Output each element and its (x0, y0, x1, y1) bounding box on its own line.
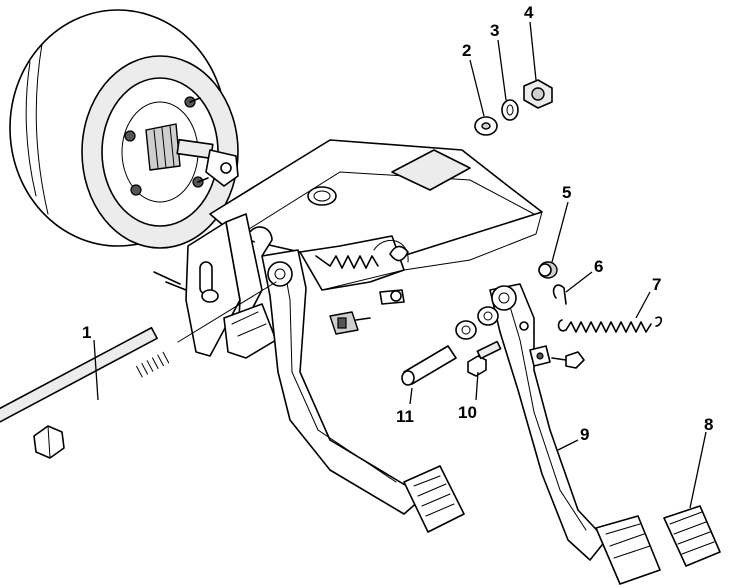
callout-2: 2 (462, 41, 471, 60)
part-8-pedal-pad (663, 505, 721, 567)
part-3-spring-washer (501, 99, 519, 121)
clutch-pedal (249, 226, 465, 533)
part-10-bolt (467, 340, 502, 377)
part-2-washer (474, 116, 498, 136)
callout-8: 8 (704, 415, 713, 434)
callout-11: 11 (396, 407, 414, 426)
stop-screw (551, 351, 585, 369)
callout-1: 1 (82, 323, 91, 342)
pedal-bushings (455, 306, 499, 340)
callout-3: 3 (490, 21, 499, 40)
callout-7: 7 (652, 275, 661, 294)
callout-6: 6 (594, 257, 603, 276)
part-4-nut (523, 79, 553, 109)
bracket-return-spring (315, 255, 405, 305)
part-5-bushing (538, 261, 558, 279)
brake-pedal (489, 283, 661, 585)
callout-4: 4 (524, 3, 534, 22)
callout-5: 5 (562, 183, 571, 202)
part-7-return-spring (557, 316, 663, 333)
callout-9: 9 (580, 425, 589, 444)
part-1-pivot-bolt (0, 281, 277, 459)
part-6-clip (552, 284, 567, 305)
leader-lines (93, 21, 707, 509)
callout-10: 10 (458, 403, 477, 422)
part-11-sleeve (401, 345, 457, 386)
brake-booster (9, 9, 239, 249)
pedal-bracket (153, 139, 543, 359)
